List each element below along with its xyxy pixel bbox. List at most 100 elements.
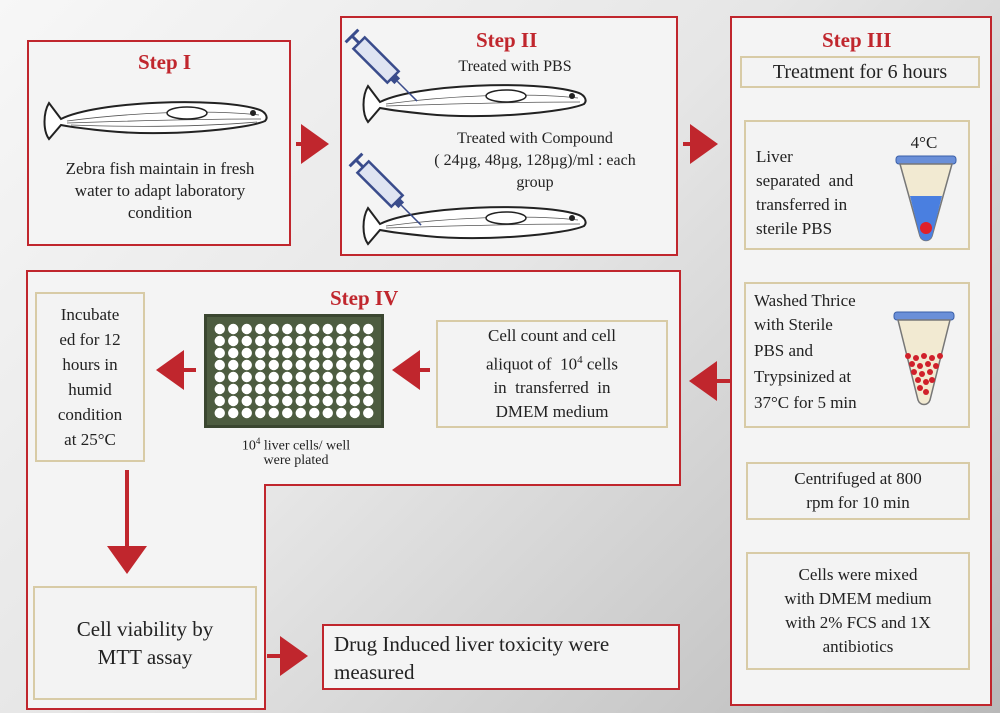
- well: [282, 395, 293, 407]
- well: [214, 371, 225, 383]
- well: [255, 383, 266, 395]
- step3-title: Step III: [822, 28, 892, 52]
- compound-label-3: group: [516, 174, 554, 191]
- well: [349, 395, 360, 407]
- well: [214, 335, 225, 347]
- well: [309, 347, 320, 359]
- well: [282, 407, 293, 419]
- well: [214, 359, 225, 371]
- compound-label-2: ( 24µg, 48µg, 128µg)/ml : each: [434, 152, 636, 169]
- well: [349, 383, 360, 395]
- compound-label-1: Treated with Compound: [457, 130, 613, 147]
- well: [309, 383, 320, 395]
- result-box: [322, 624, 680, 690]
- step1-title: Step I: [138, 50, 192, 74]
- mix-line-3: with 2% FCS and 1X: [785, 613, 931, 632]
- well: [282, 347, 293, 359]
- well: [295, 407, 306, 419]
- wash-line-2: with Sterile: [754, 315, 833, 334]
- well: [282, 335, 293, 347]
- well: [228, 323, 239, 335]
- well: [268, 347, 279, 359]
- well: [228, 407, 239, 419]
- incubate-line-2: ed for 12: [59, 330, 121, 349]
- mtt-line-1: Cell viability by: [76, 617, 214, 641]
- liver-line-1: Liver: [756, 147, 793, 166]
- well: [268, 395, 279, 407]
- well: [268, 335, 279, 347]
- well: [309, 335, 320, 347]
- well: [228, 395, 239, 407]
- well: [268, 383, 279, 395]
- well: [282, 359, 293, 371]
- well: [349, 335, 360, 347]
- well: [228, 359, 239, 371]
- count-line-4: DMEM medium: [495, 402, 609, 422]
- well: [322, 395, 333, 407]
- plate-caption-1: 104 liver cells/ well: [241, 436, 351, 454]
- well: [363, 383, 374, 395]
- well: [309, 359, 320, 371]
- well: [349, 371, 360, 383]
- mix-line-4: antibiotics: [822, 637, 894, 656]
- well: [214, 395, 225, 407]
- well: [241, 407, 252, 419]
- well: [336, 347, 347, 359]
- well: [268, 371, 279, 383]
- well: [349, 347, 360, 359]
- well-plate: [204, 314, 384, 428]
- well: [309, 407, 320, 419]
- well: [336, 323, 347, 335]
- well: [255, 335, 266, 347]
- mtt-line-2: MTT assay: [97, 645, 193, 669]
- well: [363, 323, 374, 335]
- result-line-2: measured: [334, 660, 415, 684]
- step1-box: [27, 40, 291, 246]
- wash-line-4: Trypsinized at: [754, 367, 852, 386]
- incubate-box: Incubate ed for 12 hours in humid condit…: [35, 292, 145, 462]
- count-line-1: Cell count and cell: [488, 325, 616, 345]
- well: [322, 371, 333, 383]
- well: [336, 371, 347, 383]
- step1-caption: Zebra fish maintain in fresh water to ad…: [65, 159, 255, 222]
- count-box: Cell count and cell aliquot of 104 cells…: [436, 320, 668, 428]
- well: [255, 323, 266, 335]
- count-line-2: aliquot of 104 cells: [485, 353, 619, 374]
- well: [295, 371, 306, 383]
- well: [349, 323, 360, 335]
- well: [241, 371, 252, 383]
- centrifuge-box: Centrifuged at 800 rpm for 10 min: [746, 462, 970, 520]
- well: [241, 359, 252, 371]
- centrifuge-line-1: Centrifuged at 800: [794, 469, 922, 488]
- temp-label: 4°C: [910, 133, 938, 152]
- well: [309, 323, 320, 335]
- well: [336, 395, 347, 407]
- well: [363, 407, 374, 419]
- well: [336, 359, 347, 371]
- well: [322, 383, 333, 395]
- wells-grid: [214, 323, 374, 419]
- mtt-box: Cell viability by MTT assay: [33, 586, 257, 700]
- well: [268, 323, 279, 335]
- well: [255, 395, 266, 407]
- mix-box: Cells were mixed with DMEM medium with 2…: [746, 552, 970, 670]
- well: [268, 407, 279, 419]
- step2-title: Step II: [476, 28, 538, 52]
- well: [214, 323, 225, 335]
- well: [241, 395, 252, 407]
- wash-line-3: PBS and: [754, 341, 814, 360]
- well: [295, 359, 306, 371]
- well: [228, 335, 239, 347]
- well: [322, 407, 333, 419]
- well: [295, 395, 306, 407]
- well: [295, 323, 306, 335]
- well: [228, 383, 239, 395]
- mix-line-2: with DMEM medium: [784, 589, 932, 608]
- well: [295, 383, 306, 395]
- incubate-line-1: Incubate: [60, 305, 120, 324]
- well: [336, 383, 347, 395]
- incubate-line-4: humid: [68, 380, 112, 399]
- well: [241, 335, 252, 347]
- well: [295, 347, 306, 359]
